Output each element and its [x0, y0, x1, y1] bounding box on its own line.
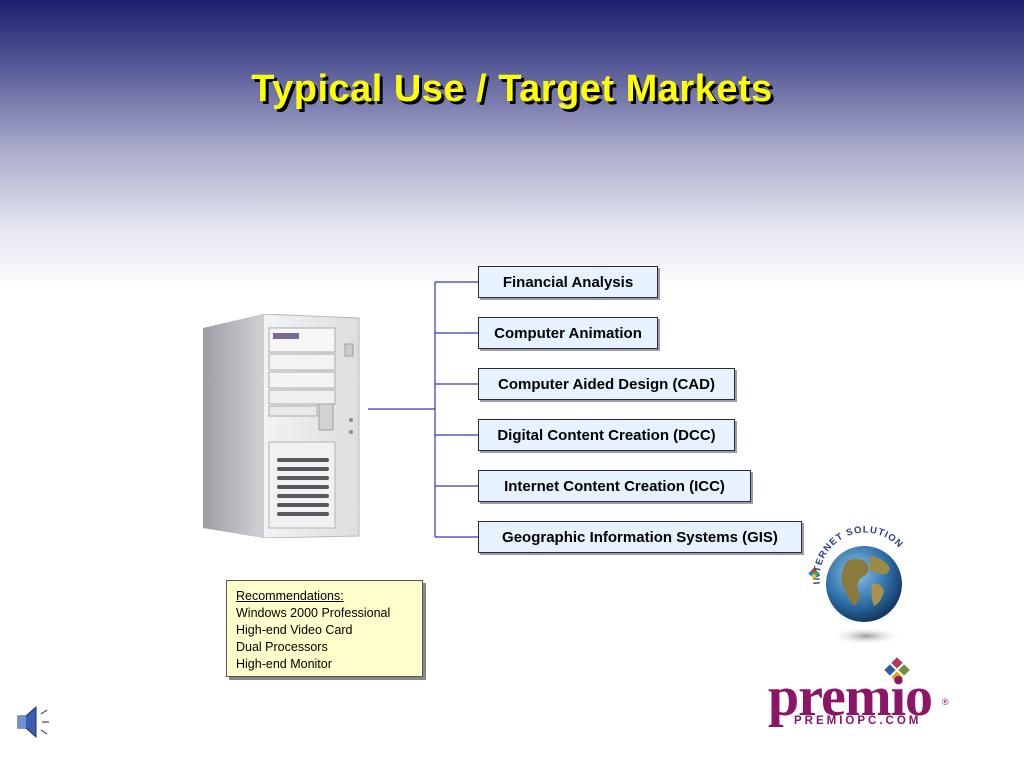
premio-wordmark: premio — [768, 666, 933, 728]
market-box-icc: Internet Content Creation (ICC) — [478, 470, 751, 502]
recommendation-item: High-end Monitor — [236, 657, 332, 671]
market-box-computer-animation: Computer Animation — [478, 317, 658, 349]
market-box-cad: Computer Aided Design (CAD) — [478, 368, 735, 400]
premio-logo: premio ® PREMIOPC.COM — [764, 655, 954, 737]
recommendation-item: Dual Processors — [236, 640, 328, 654]
recommendation-item: High-end Video Card — [236, 623, 353, 637]
market-box-dcc: Digital Content Creation (DCC) — [478, 419, 735, 451]
premio-registered-mark: ® — [942, 697, 949, 707]
premio-diamond-icon — [884, 657, 910, 683]
premio-website: PREMIOPC.COM — [794, 715, 922, 727]
slide-title: Typical Use / Target Markets — [251, 68, 773, 110]
market-box-gis: Geographic Information Systems (GIS) — [478, 521, 802, 553]
computer-tower-icon — [203, 314, 360, 538]
speaker-icon[interactable] — [14, 702, 52, 742]
market-box-financial-analysis: Financial Analysis — [478, 266, 658, 298]
recommendation-item: Windows 2000 Professional — [236, 606, 391, 620]
globe-icon: INTERNET SOLUTION — [808, 525, 904, 645]
recommendations-note: Recommendations: Windows 2000 Profession… — [226, 580, 423, 677]
recommendations-heading: Recommendations: — [236, 589, 344, 603]
